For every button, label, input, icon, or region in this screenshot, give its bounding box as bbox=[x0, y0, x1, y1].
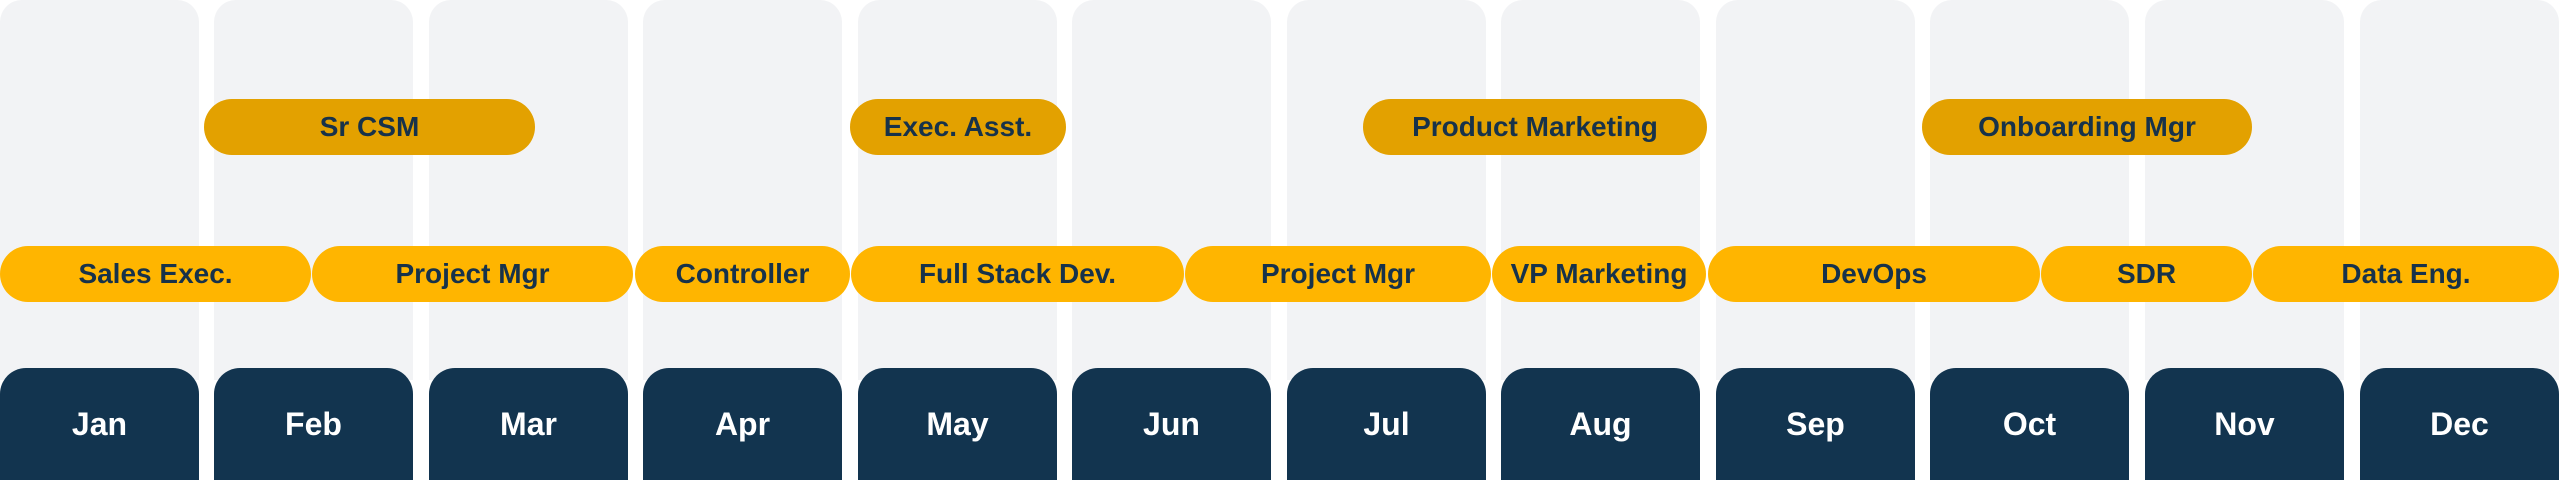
role-pill: Project Mgr bbox=[1185, 246, 1491, 302]
month-label: Aug bbox=[1501, 368, 1700, 480]
month-column bbox=[858, 0, 1057, 380]
role-pill: VP Marketing bbox=[1492, 246, 1706, 302]
month-label: May bbox=[858, 368, 1057, 480]
month-column bbox=[2360, 0, 2559, 380]
month-column bbox=[643, 0, 842, 380]
role-pill: Exec. Asst. bbox=[850, 99, 1066, 155]
role-pill: Full Stack Dev. bbox=[851, 246, 1184, 302]
month-column bbox=[0, 0, 199, 380]
role-pill: Product Marketing bbox=[1363, 99, 1707, 155]
month-label: Dec bbox=[2360, 368, 2559, 480]
month-label: Sep bbox=[1716, 368, 1915, 480]
month-column bbox=[1501, 0, 1700, 380]
month-label: Jan bbox=[0, 368, 199, 480]
month-label: Oct bbox=[1930, 368, 2129, 480]
role-pill: SDR bbox=[2041, 246, 2252, 302]
month-column bbox=[1072, 0, 1271, 380]
month-column bbox=[429, 0, 628, 380]
month-label: Feb bbox=[214, 368, 413, 480]
month-column bbox=[1287, 0, 1486, 380]
month-label: Jun bbox=[1072, 368, 1271, 480]
month-label: Mar bbox=[429, 368, 628, 480]
month-column bbox=[2145, 0, 2344, 380]
month-label: Nov bbox=[2145, 368, 2344, 480]
role-pill: Data Eng. bbox=[2253, 246, 2559, 302]
month-column bbox=[214, 0, 413, 380]
role-pill: Project Mgr bbox=[312, 246, 633, 302]
month-column bbox=[1716, 0, 1915, 380]
role-pill: DevOps bbox=[1708, 246, 2040, 302]
role-pill: Onboarding Mgr bbox=[1922, 99, 2252, 155]
month-label: Apr bbox=[643, 368, 842, 480]
month-label: Jul bbox=[1287, 368, 1486, 480]
month-column bbox=[1930, 0, 2129, 380]
role-pill: Controller bbox=[635, 246, 850, 302]
role-pill: Sales Exec. bbox=[0, 246, 311, 302]
role-pill: Sr CSM bbox=[204, 99, 535, 155]
